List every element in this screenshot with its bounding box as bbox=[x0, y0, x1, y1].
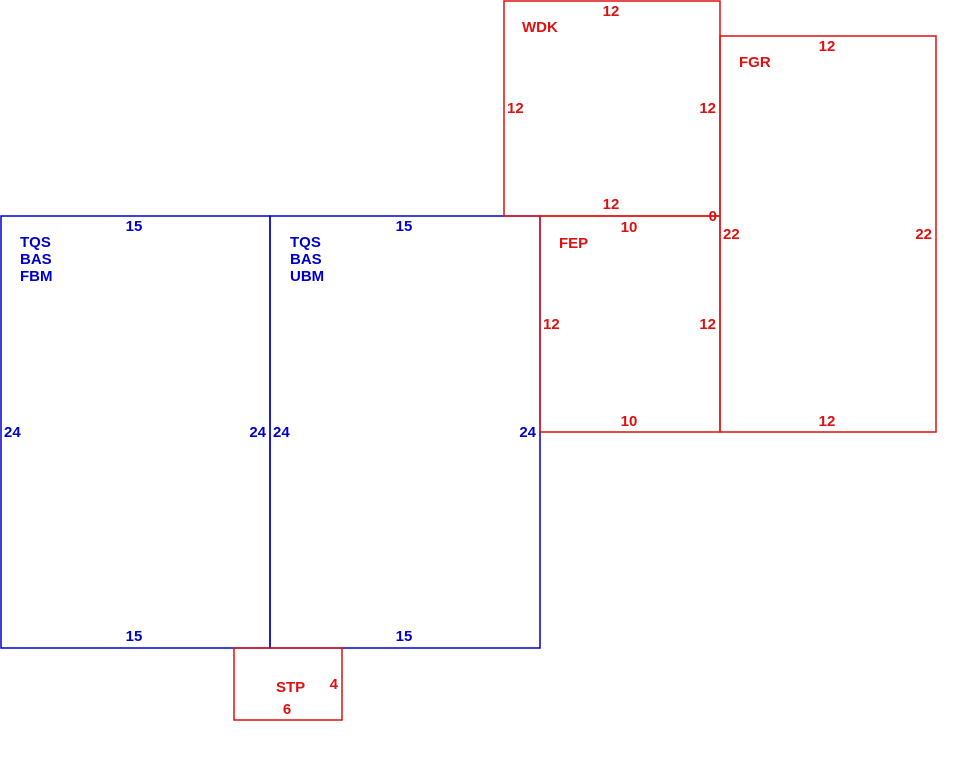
fgr-dim-right: 22 bbox=[915, 226, 932, 243]
stp-outline bbox=[233, 647, 343, 721]
left-main-code-3: FBM bbox=[20, 268, 53, 285]
stp-area[interactable]: STP 6 4 bbox=[233, 647, 343, 721]
right-main-code-1: TQS bbox=[290, 234, 321, 251]
wdk-area[interactable]: WDK 12 12 12 12 bbox=[503, 0, 721, 217]
fep-dim-right: 12 bbox=[699, 316, 716, 333]
stp-dim-depth: 4 bbox=[330, 676, 339, 693]
stp-code: STP bbox=[276, 679, 305, 696]
left-main-dim-top: 15 bbox=[126, 218, 143, 235]
right-main-section[interactable]: TQS BAS UBM 15 15 24 24 bbox=[269, 215, 541, 649]
fep-outline bbox=[539, 215, 721, 433]
left-main-dim-right: 24 bbox=[249, 424, 266, 441]
left-main-code-2: BAS bbox=[20, 251, 52, 268]
right-main-code-3: UBM bbox=[290, 268, 324, 285]
fgr-dim-bottom: 12 bbox=[819, 413, 836, 430]
fgr-outline bbox=[719, 35, 937, 433]
left-main-section[interactable]: TQS BAS FBM 15 15 24 24 bbox=[0, 215, 271, 649]
stp-dim-width: 6 bbox=[283, 701, 291, 718]
fep-dim-left: 12 bbox=[543, 316, 560, 333]
wdk-dim-top: 12 bbox=[603, 3, 620, 20]
fep-dim-top: 10 bbox=[621, 219, 638, 236]
fep-dim-bottom: 10 bbox=[621, 413, 638, 430]
right-main-code-2: BAS bbox=[290, 251, 322, 268]
wdk-code: WDK bbox=[522, 19, 558, 36]
fep-code: FEP bbox=[559, 235, 588, 252]
fep-dim-corner: 0 bbox=[709, 208, 717, 225]
right-main-dim-top: 15 bbox=[396, 218, 413, 235]
wdk-dim-left: 12 bbox=[507, 100, 524, 117]
right-main-dim-right: 24 bbox=[519, 424, 536, 441]
left-main-dim-left: 24 bbox=[4, 424, 21, 441]
fgr-dim-top: 12 bbox=[819, 38, 836, 55]
fgr-dim-left: 22 bbox=[723, 226, 740, 243]
left-main-code-1: TQS bbox=[20, 234, 51, 251]
right-main-dim-bottom: 15 bbox=[396, 628, 413, 645]
right-main-dim-left: 24 bbox=[273, 424, 290, 441]
fgr-area[interactable]: FGR 12 12 22 22 bbox=[719, 35, 937, 433]
fep-area[interactable]: FEP 10 10 12 12 0 bbox=[539, 208, 721, 433]
wdk-dim-bottom: 12 bbox=[603, 196, 620, 213]
wdk-dim-right: 12 bbox=[699, 100, 716, 117]
fgr-code: FGR bbox=[739, 54, 771, 71]
left-main-dim-bottom: 15 bbox=[126, 628, 143, 645]
